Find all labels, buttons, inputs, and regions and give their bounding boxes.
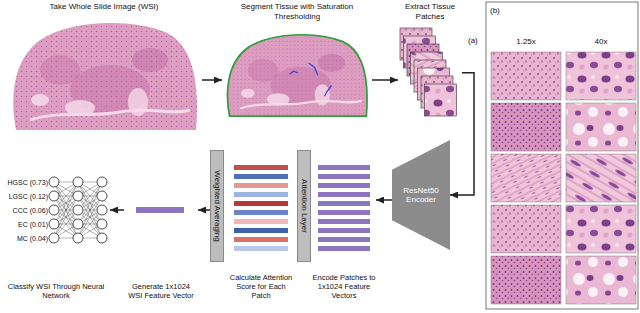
flow-arrow <box>198 209 210 211</box>
image-step: Extract Tissue Patches <box>398 2 462 120</box>
vector-stack: Encode Patches to 1x1024 Feature Vectors <box>312 160 376 300</box>
step-caption: Classify WSI Through Neural Network <box>2 282 110 300</box>
patch-stack <box>400 28 457 116</box>
neural-network <box>49 177 107 243</box>
step-caption: Generate 1x1024 WSI Feature Vector <box>124 282 198 300</box>
encoder-label: ResNet50 Encoder <box>401 186 441 205</box>
class-label: MC (0.04) <box>2 234 48 243</box>
flow-arrow <box>450 73 474 195</box>
flow-arrow <box>202 79 222 81</box>
image-step: Take Whole Slide Image (WSI) <box>6 2 202 137</box>
class-label: CCC (0.06) <box>2 206 48 215</box>
score-stack: Calculate Attention Score for Each Patch <box>228 160 294 300</box>
encoder-shape <box>392 140 450 250</box>
flow-arrow <box>110 209 124 211</box>
step-caption: Encode Patches to 1x1024 Feature Vectors <box>312 273 376 300</box>
magnification-panel <box>486 2 638 309</box>
step-heading: Extract Tissue Patches <box>398 2 462 21</box>
panel-label: 1.25x <box>516 37 536 47</box>
panel-label: 40x <box>595 37 608 47</box>
panel-label: (b) <box>490 6 500 16</box>
step-heading: Take Whole Slide Image (WSI) <box>6 2 202 12</box>
class-label: LGSC (0.12) <box>2 192 48 201</box>
network-step: HGSC (0.73) LGSC (0.12) CCC (0.06) EC (0.01… <box>2 160 110 300</box>
segmented-slide <box>227 35 367 116</box>
step-caption: Calculate Attention Score for Each Patch <box>228 273 294 300</box>
vector-step: Generate 1x1024 WSI Feature Vector <box>124 160 198 300</box>
bar-label: Attention Layer <box>300 179 309 233</box>
class-label: HGSC (0.73) <box>2 178 48 187</box>
image-step: Segment Tissue with Saturation Threshold… <box>222 2 372 132</box>
encoder-trapezoid: ResNet50 Encoder <box>392 140 450 250</box>
flow-arrow <box>372 79 398 81</box>
layer-bar: Attention Layer <box>297 150 311 262</box>
wsi-slide <box>13 23 197 130</box>
flow-arrow <box>376 199 392 201</box>
attention-scores <box>234 165 288 251</box>
layer-bar: Weighted Averaging <box>210 150 224 262</box>
panel-label: (a) <box>468 36 478 46</box>
wsi-feature-vector <box>136 207 184 213</box>
bar-label: Weighted Averaging <box>213 170 222 241</box>
feature-vectors <box>318 165 370 251</box>
class-label: EC (0.01) <box>2 220 48 229</box>
step-heading: Segment Tissue with Saturation Threshold… <box>222 2 372 21</box>
